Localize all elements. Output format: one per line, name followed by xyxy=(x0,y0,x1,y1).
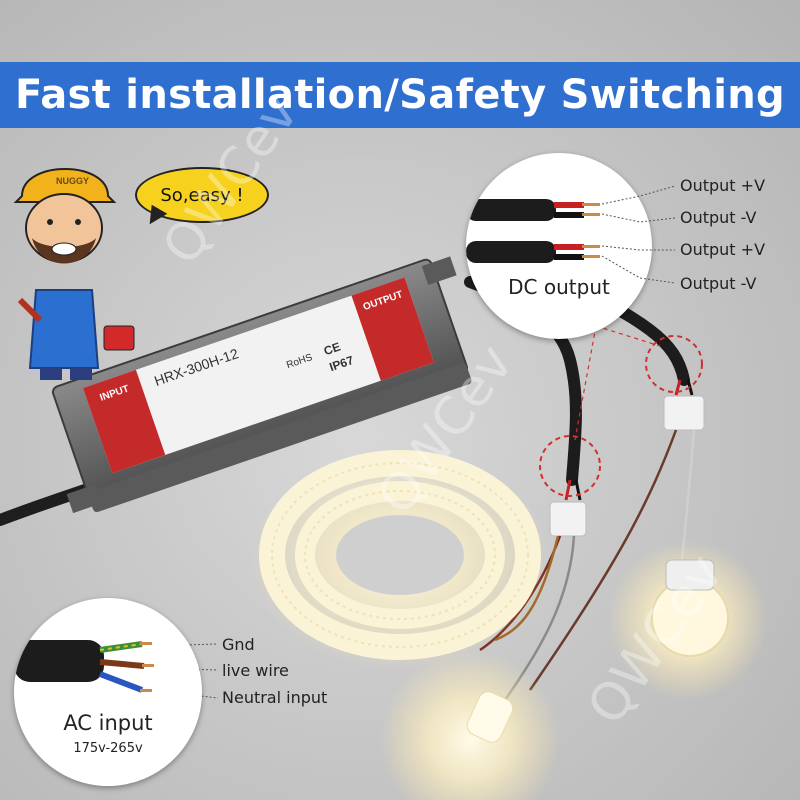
ac-wire-label-neutral: Neutral input xyxy=(222,688,328,707)
dc-junction-highlight-1 xyxy=(539,435,601,497)
dc-wire-illustration xyxy=(466,199,600,263)
speech-text: So,easy ! xyxy=(160,184,244,206)
dc-output-inset: DC output xyxy=(466,153,652,339)
worker-mascot: NUGGY xyxy=(13,168,135,380)
ac-input-range: 175v-265v xyxy=(73,741,143,756)
wire-connector-1 xyxy=(549,501,587,537)
dc-wire-label-4: Output -V xyxy=(680,274,757,293)
ac-input-label: AC input xyxy=(63,711,153,735)
worker-helmet-text: NUGGY xyxy=(56,176,89,186)
dc-wire-label-2: Output -V xyxy=(680,208,757,227)
driver-label xyxy=(82,277,434,474)
wire-connector-2 xyxy=(663,395,705,431)
speech-bubble: So,easy ! xyxy=(135,167,269,223)
ac-wire-label-live: live wire xyxy=(222,661,289,680)
ac-wire-label-gnd: Gnd xyxy=(222,635,255,654)
dc-junction-highlight-2 xyxy=(645,335,703,393)
title-banner: Fast installation/Safety Switching xyxy=(0,62,800,128)
driver-cert-ce: CE xyxy=(322,339,342,358)
dc-wire-label-1: Output +V xyxy=(680,176,766,195)
g4-bulb xyxy=(466,691,514,743)
led-driver: INPUT OUTPUT HRX-300H-12 IP67 RoHS CE xyxy=(51,256,472,514)
dc-wire-label-3: Output +V xyxy=(680,240,766,259)
banner-title: Fast installation/Safety Switching xyxy=(14,72,785,118)
ac-wire-illustration xyxy=(14,640,154,693)
ac-input-inset: AC input 175v-265v xyxy=(14,598,202,786)
dc-output-label: DC output xyxy=(508,275,610,299)
